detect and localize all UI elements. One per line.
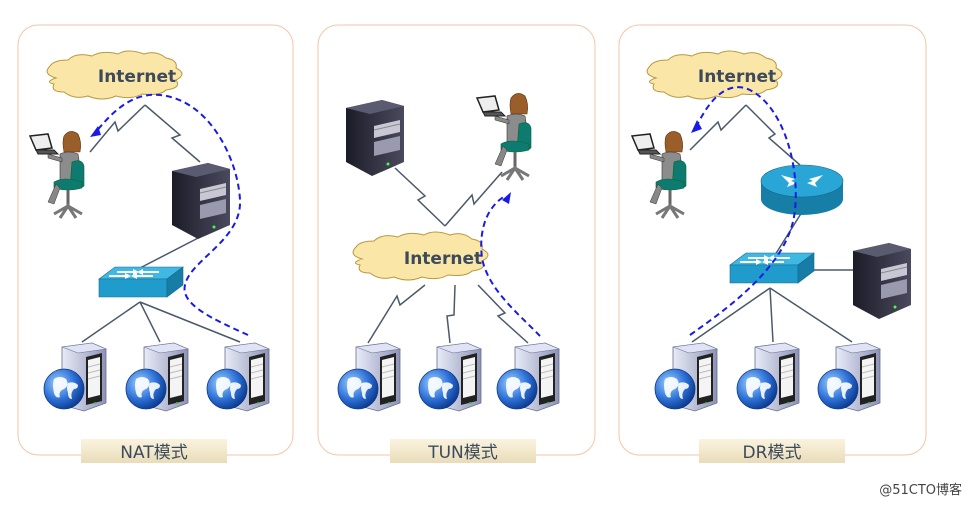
link-switch-rs1 <box>691 287 771 343</box>
panel-tun: Internet TUN模式 <box>317 24 596 463</box>
arrow-head-icon <box>691 120 702 133</box>
real-server-icon <box>817 342 881 412</box>
arrow-head-icon <box>502 192 511 204</box>
real-server-icon <box>654 342 718 412</box>
link-cloud-router <box>745 104 801 166</box>
link-director-cloud <box>394 167 446 227</box>
label-bg <box>699 439 845 463</box>
link-cloud-client <box>89 104 146 153</box>
panel-dr: Internet DR模式 <box>618 24 927 463</box>
mode-label: DR模式 <box>743 443 802 463</box>
traffic-flow-path <box>480 195 541 337</box>
traffic-flow-path <box>94 93 249 336</box>
link-switch-rs2 <box>769 287 774 343</box>
real-server-icon <box>418 342 482 412</box>
link-cloud-rs1 <box>367 284 426 344</box>
link-cloud-client <box>444 171 503 227</box>
link-director-switch <box>139 235 203 269</box>
link-cloud-client <box>689 104 747 151</box>
link-switch-rs2 <box>139 301 161 343</box>
real-server-icon <box>736 342 800 412</box>
link-switch-rs3 <box>769 287 853 343</box>
cloud-label: Internet <box>698 67 776 87</box>
panel-nat: Internet NAT模式 <box>17 24 294 463</box>
real-server-icon <box>337 342 401 412</box>
cloud-label: Internet <box>98 67 176 87</box>
traffic-flow-path <box>689 86 797 336</box>
label-bg <box>390 439 536 463</box>
switch-icon <box>729 252 815 284</box>
real-server-icon <box>43 342 107 412</box>
label-bg <box>81 439 227 463</box>
link-switch-rs1 <box>81 301 141 343</box>
real-server-icon <box>496 342 560 412</box>
director-server-icon <box>345 99 405 177</box>
client-user-icon <box>475 91 533 182</box>
link-cloud-rs3 <box>477 284 529 344</box>
director-server-icon <box>852 242 912 320</box>
watermark: @51CTO博客 <box>879 483 962 498</box>
links <box>367 167 529 344</box>
real-server-icon <box>125 342 189 412</box>
real-server-icon <box>206 342 270 412</box>
link-switch-rs3 <box>139 301 241 343</box>
switch-icon <box>98 266 184 298</box>
client-user-icon <box>630 129 688 220</box>
director-server-icon <box>171 162 231 240</box>
mode-label: NAT模式 <box>120 443 187 463</box>
links <box>689 104 855 343</box>
links <box>81 104 241 343</box>
client-user-icon <box>28 129 86 220</box>
arrow-head-icon <box>90 126 101 137</box>
link-cloud-rs2 <box>446 284 456 344</box>
cloud-label: Internet <box>404 249 482 269</box>
router-icon <box>760 164 844 216</box>
mode-label: TUN模式 <box>427 443 498 463</box>
link-cloud-director <box>144 104 201 163</box>
